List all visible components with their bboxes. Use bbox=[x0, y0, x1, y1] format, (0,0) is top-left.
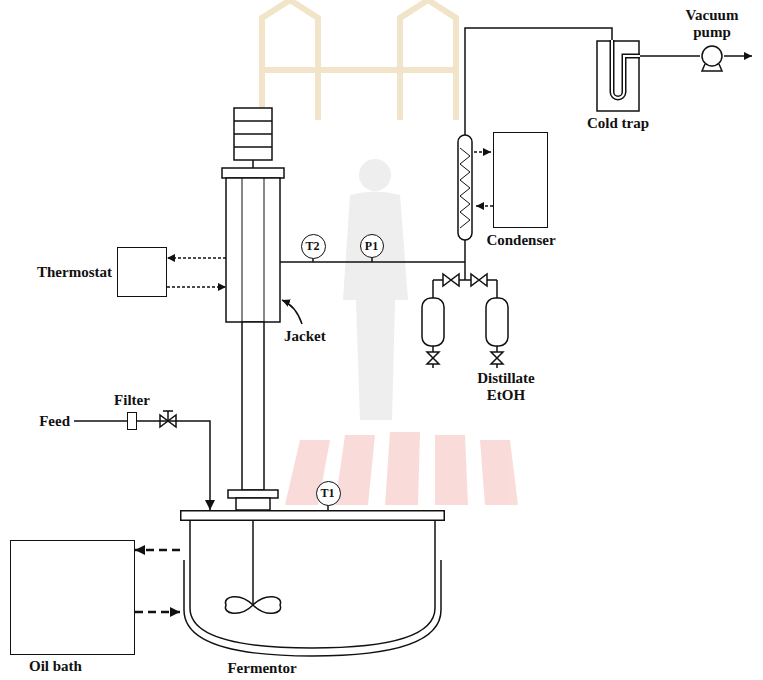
stirrer-shaft bbox=[252, 520, 254, 605]
part-label: Thermostat bbox=[37, 264, 112, 281]
watermark-stripe bbox=[480, 440, 518, 505]
coolant-flow bbox=[474, 151, 491, 153]
valve-symbol bbox=[491, 352, 503, 364]
thermostat-box: Thermostat bbox=[117, 247, 167, 297]
cold-trap: Cold trap bbox=[596, 40, 640, 112]
impeller-blade bbox=[253, 597, 281, 614]
watermark-stripe bbox=[435, 435, 468, 505]
watermark-stripe bbox=[385, 432, 420, 505]
sensor-circle: T1 bbox=[316, 481, 341, 506]
distillate-line bbox=[464, 240, 466, 280]
apparatus-parts bbox=[74, 28, 752, 510]
trap-dewar bbox=[597, 41, 639, 111]
sensor-stem bbox=[313, 258, 372, 262]
column-jacket bbox=[226, 178, 280, 322]
vessel-lid bbox=[181, 511, 445, 521]
valve-symbol bbox=[471, 274, 487, 286]
part-label: Vacuum pump bbox=[679, 7, 745, 41]
pump-base bbox=[702, 64, 722, 71]
sensor-label: T2 bbox=[305, 239, 319, 253]
trap-tube-bore bbox=[612, 40, 640, 98]
column bbox=[242, 322, 264, 490]
watermark-stripe bbox=[335, 435, 375, 505]
part-label: Fermentor bbox=[227, 660, 296, 677]
condenser-coil bbox=[460, 148, 470, 228]
fermentor-vessel-shape bbox=[181, 511, 445, 656]
watermark-figure bbox=[343, 192, 408, 421]
sensor-stem bbox=[327, 505, 329, 510]
column-wall bbox=[242, 178, 264, 322]
heating-jacket bbox=[184, 560, 441, 656]
part-label: Condenser bbox=[486, 232, 555, 249]
part-label: Jacket bbox=[284, 328, 326, 345]
part-label: Oil bath bbox=[29, 658, 82, 675]
impeller-blade bbox=[225, 597, 253, 614]
part-label: Distillate EtOH bbox=[464, 370, 548, 404]
fermentor-vessel: Fermentor bbox=[180, 510, 445, 658]
receiver-vessels-outline bbox=[418, 280, 514, 368]
part-label: Filter bbox=[114, 392, 150, 409]
oil-flow-arrow bbox=[135, 549, 180, 552]
stream-label: Feed bbox=[39, 413, 70, 430]
trap-tube bbox=[612, 40, 640, 98]
oil-bath-box: Oil bath bbox=[10, 540, 135, 655]
sensor-label: P1 bbox=[365, 239, 378, 253]
flange bbox=[222, 168, 284, 178]
thermostat-flow bbox=[167, 286, 226, 288]
exhaust-arrow bbox=[724, 55, 752, 57]
valve-symbol bbox=[427, 352, 439, 364]
receiver-tank bbox=[422, 298, 444, 346]
pump-symbol-outline bbox=[700, 44, 724, 72]
cold-trap-outline bbox=[596, 40, 640, 112]
watermark-gate bbox=[262, 0, 456, 120]
cold-trap-shape bbox=[597, 40, 640, 111]
column-neck bbox=[236, 498, 270, 510]
receiver-vessels-shape bbox=[422, 274, 508, 368]
receiver-tank bbox=[486, 298, 508, 346]
receiver-vessels: Distillate EtOH bbox=[418, 280, 514, 368]
sensor-label: T1 bbox=[320, 486, 334, 500]
sensor-circle: T2 bbox=[301, 234, 326, 259]
valve-handle bbox=[163, 411, 173, 421]
pipe-connector bbox=[640, 55, 700, 57]
filter-box: Filter bbox=[127, 412, 137, 430]
fermentor-vessel-outline bbox=[180, 510, 445, 658]
pump-symbol-shape bbox=[702, 46, 722, 71]
thermostat-flow bbox=[167, 257, 226, 259]
coolant-flow bbox=[476, 205, 493, 207]
sensor-circle: P1 bbox=[360, 234, 384, 258]
valve-symbol bbox=[443, 274, 459, 286]
condenser-box: Condenser bbox=[493, 132, 548, 228]
part-label: Cold trap bbox=[587, 115, 649, 132]
pump-symbol: Vacuum pump bbox=[700, 44, 724, 72]
pump-body bbox=[702, 46, 722, 66]
oil-flow-arrow bbox=[135, 611, 180, 614]
pipe-connector bbox=[137, 421, 210, 510]
flange bbox=[228, 490, 278, 498]
vessel-wall bbox=[190, 520, 435, 648]
condenser-tube bbox=[458, 135, 472, 240]
feed-line bbox=[74, 420, 127, 422]
watermark-emblem bbox=[262, 0, 518, 505]
watermark-stripes bbox=[285, 432, 518, 505]
watermark-figure bbox=[359, 159, 391, 191]
motor-lines bbox=[234, 121, 272, 168]
leader-arrow bbox=[282, 300, 302, 324]
